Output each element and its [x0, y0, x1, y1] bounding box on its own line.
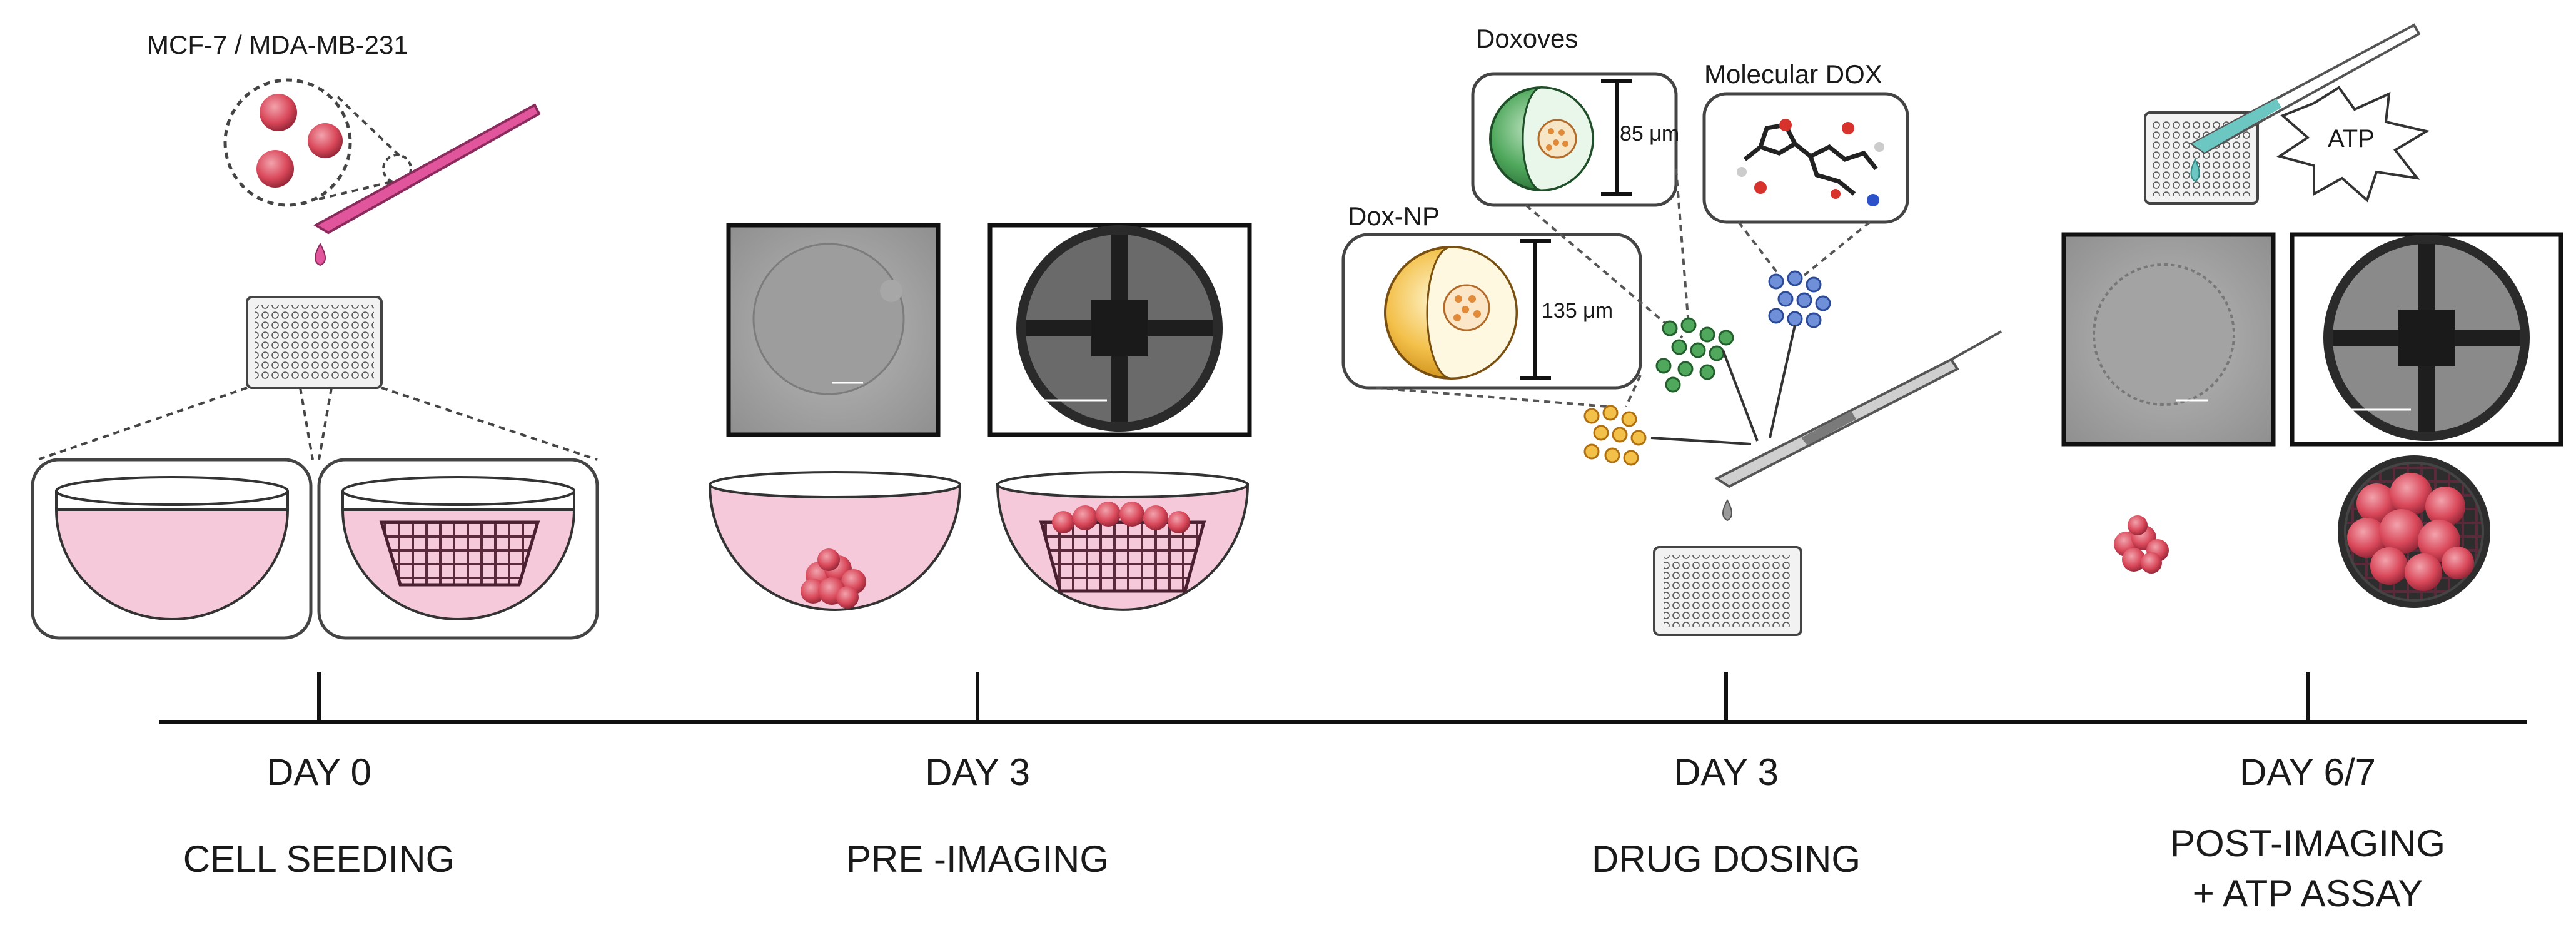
step-3-phase-line1: POST-IMAGING [2169, 822, 2446, 864]
post-imaging-illustration [2061, 23, 2563, 608]
step-3-day: DAY 6/7 [2240, 751, 2376, 793]
atp-label: ATP [2328, 125, 2375, 153]
dosing-droplet [1722, 498, 1732, 522]
tumor-cell [308, 123, 343, 158]
doxoves-size-label: 85 μm [1620, 122, 1680, 146]
cell-seeding-illustration [31, 78, 599, 640]
spheroid-in-scaffold-post [2338, 455, 2490, 608]
step-0-phase: CELL SEEDING [183, 838, 455, 880]
drug-dosing-illustration [1341, 72, 2002, 636]
dox-np-size-label: 135 μm [1542, 299, 1614, 323]
step-2-phase: DRUG DOSING [1591, 838, 1861, 880]
dox-np-label: Dox-NP [1348, 201, 1440, 231]
pipette-droplet [315, 242, 326, 266]
spheroid [801, 548, 866, 609]
pre-imaging-illustration [708, 223, 1252, 611]
pink-pipette [313, 103, 541, 235]
cell-magnifier-circle [223, 78, 352, 207]
cell-lines-label: MCF-7 / MDA-MB-231 [147, 30, 408, 59]
spheroid-in-scaffold [1052, 502, 1190, 533]
molecular-dox-particles [1768, 270, 1831, 328]
step-1-day: DAY 3 [925, 751, 1030, 793]
doxoves-label: Doxoves [1476, 24, 1578, 53]
spheroid-post [2114, 515, 2169, 574]
molecular-dox-label: Molecular DOX [1704, 59, 1882, 89]
dox-np-particles [1583, 405, 1647, 466]
tumor-cell [260, 94, 297, 131]
step-0-day: DAY 0 [266, 751, 371, 793]
doxoves-particles [1655, 317, 1734, 393]
scaffold-basket [379, 520, 540, 587]
molecule-structure [1743, 123, 1878, 196]
tumor-cell [256, 150, 294, 188]
step-1-phase: PRE -IMAGING [846, 838, 1109, 880]
step-3-phase-line2: + ATP ASSAY [2192, 872, 2423, 914]
step-2-day: DAY 3 [1674, 751, 1779, 793]
well-bowl-spheroid [708, 483, 962, 611]
atp-burst [2276, 86, 2430, 203]
well-bowl-medium [54, 508, 290, 620]
